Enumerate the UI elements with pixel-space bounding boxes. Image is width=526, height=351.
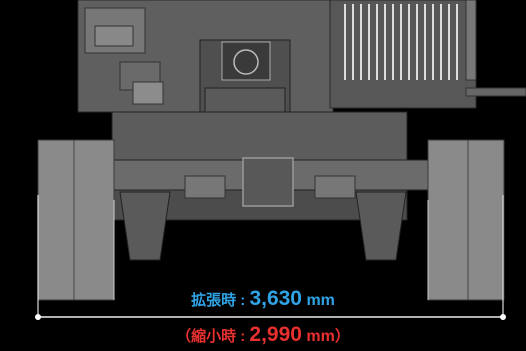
- left-track: [37, 139, 115, 301]
- reduced-width-close: ）: [334, 328, 350, 345]
- reduced-width-value: 2,990: [249, 323, 302, 346]
- upper-body: [77, 0, 526, 113]
- expanded-width-label: 拡張時 : 3,630 mm: [0, 287, 526, 311]
- reduced-width-unit: mm: [301, 328, 335, 345]
- dimension-dot-left: [35, 314, 41, 320]
- expanded-width-value: 3,630: [249, 287, 302, 310]
- right-track: [427, 139, 505, 301]
- dimension-dot-right: [500, 314, 506, 320]
- expanded-width-unit: mm: [302, 292, 335, 309]
- undercarriage-frame: [97, 111, 429, 261]
- center-housing: [199, 39, 291, 116]
- dimension-lines: [35, 195, 506, 320]
- reduced-width-label: （縮小時 : 2,990 mm）: [0, 323, 526, 347]
- reduced-width-open: （縮小時 :: [176, 328, 250, 345]
- expanded-width-prefix: 拡張時 :: [191, 292, 250, 309]
- radiator-grille: [344, 4, 458, 80]
